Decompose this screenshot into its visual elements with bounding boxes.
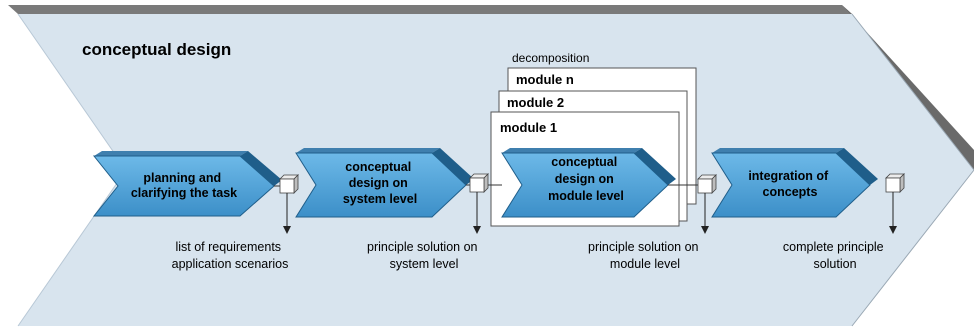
process-system-design-label: conceptual design on system level bbox=[343, 160, 417, 206]
process-planning: planning and clarifying the task bbox=[92, 151, 282, 217]
phase-title: conceptual design bbox=[82, 40, 231, 59]
output-2-label: principle solution on system level bbox=[367, 240, 481, 271]
process-system-design: conceptual design on system level bbox=[295, 148, 474, 218]
output-cube-2 bbox=[469, 173, 489, 193]
process-module-design-label: conceptual design on module level bbox=[548, 155, 624, 203]
decomposition-label: decomposition bbox=[512, 51, 589, 65]
output-3-label: principle solution on module level bbox=[588, 240, 702, 271]
process-planning-label: planning and clarifying the task bbox=[131, 171, 237, 200]
process-integration: integration of concepts bbox=[711, 148, 878, 218]
process-module-design: conceptual design on module level bbox=[501, 148, 676, 218]
phase-chevron-top bbox=[8, 5, 852, 14]
output-cube-4 bbox=[885, 173, 905, 193]
module-n-label: module n bbox=[516, 72, 574, 87]
output-arrows bbox=[283, 192, 897, 234]
process-integration-label: integration of concepts bbox=[748, 169, 831, 199]
output-cube-1 bbox=[279, 174, 299, 194]
module-2-label: module 2 bbox=[507, 95, 564, 110]
output-4-label: complete principle solution bbox=[783, 240, 887, 271]
output-cube-3 bbox=[697, 174, 717, 194]
module-1-label: module 1 bbox=[500, 120, 557, 135]
output-1-label: list of requirements application scenari… bbox=[172, 240, 289, 271]
